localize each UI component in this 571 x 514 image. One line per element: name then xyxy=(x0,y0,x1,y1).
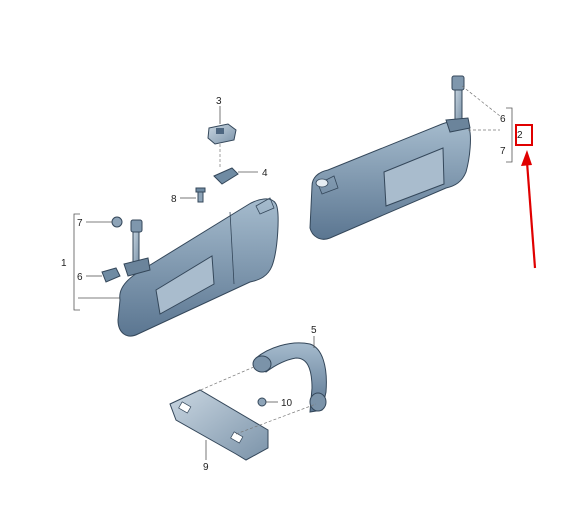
cover-cap-4 xyxy=(213,167,239,185)
mounting-bracket xyxy=(169,389,269,461)
left-sun-visor xyxy=(117,197,279,337)
highlight-box-callout-2 xyxy=(515,124,533,146)
mounting-clip-3 xyxy=(207,123,237,145)
callout-9: 9 xyxy=(203,462,209,473)
grab-handle xyxy=(252,342,327,413)
callout-7-left: 7 xyxy=(77,218,83,229)
screw-10 xyxy=(257,397,267,407)
clip-6-left xyxy=(101,267,121,283)
screw-8 xyxy=(195,187,206,203)
leader-lines xyxy=(78,85,501,460)
callout-3: 3 xyxy=(216,96,222,107)
callout-5: 5 xyxy=(311,325,317,336)
callout-6-right: 6 xyxy=(500,114,506,125)
callout-1: 1 xyxy=(61,258,67,269)
callout-7-right: 7 xyxy=(500,146,506,157)
callout-4: 4 xyxy=(262,168,268,179)
callout-6-left: 6 xyxy=(77,272,83,283)
bracket-assembly-2 xyxy=(506,107,513,163)
bracket-assembly-1 xyxy=(73,213,80,311)
clip-7-left xyxy=(111,216,123,228)
red-arrow xyxy=(521,150,537,269)
right-sun-visor xyxy=(309,75,471,240)
callout-2: 2 xyxy=(517,130,523,141)
callout-10: 10 xyxy=(281,398,293,409)
callout-8: 8 xyxy=(171,194,177,205)
